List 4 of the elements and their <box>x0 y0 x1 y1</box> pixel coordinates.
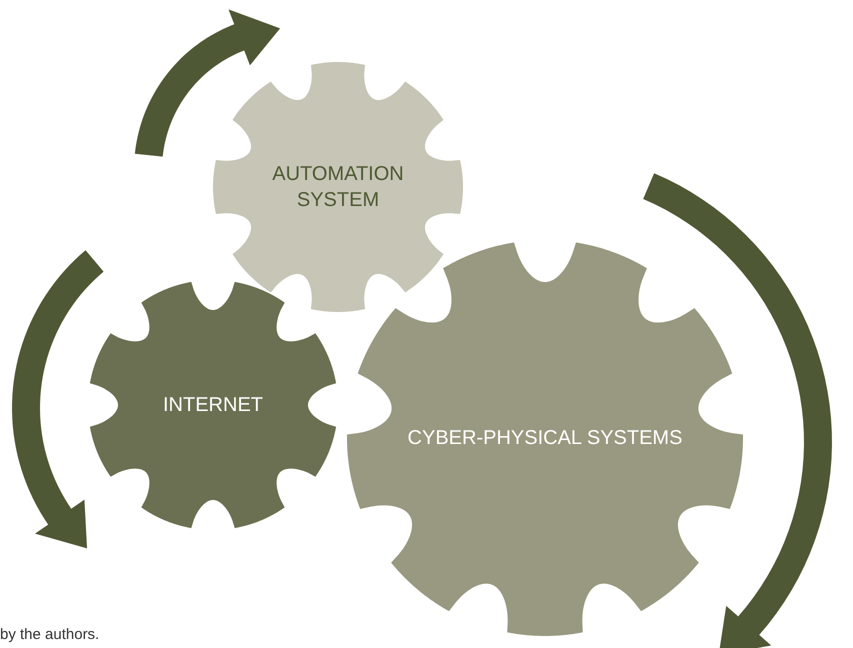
gear-label: CYBER-PHYSICAL SYSTEMS <box>406 426 684 451</box>
source-note: by the authors. <box>0 626 100 643</box>
gear-label: INTERNET <box>162 393 264 418</box>
gear-label: AUTOMATION SYSTEM <box>271 162 405 213</box>
